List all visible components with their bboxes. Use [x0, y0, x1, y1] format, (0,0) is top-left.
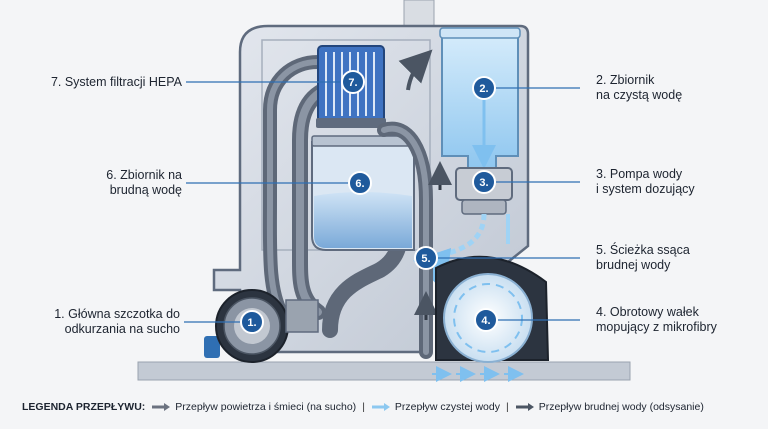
arrow-right-icon	[371, 403, 390, 411]
clean-water-line	[413, 213, 487, 293]
legend-separator: |	[362, 401, 365, 413]
svg-text:3.: 3.	[479, 177, 488, 189]
mop-roller	[435, 255, 550, 363]
legend-label-clean: Przepływ czystej wody	[394, 401, 500, 413]
badge-6: 6.	[348, 171, 372, 195]
dirty-water-tank	[311, 135, 417, 251]
badge-7: 7.	[341, 70, 365, 94]
badge-5: 5.	[414, 246, 438, 270]
callout-lines	[184, 81, 580, 323]
label-main-brush: 1. Główna szczotka do odkurzania na such…	[54, 307, 180, 336]
badge-2: 2.	[472, 76, 496, 100]
legend-label-air: Przepływ powietrza i śmieci (na sucho)	[175, 401, 357, 413]
svg-text:7.: 7.	[348, 77, 357, 89]
dirty-suction-path-inner	[381, 125, 429, 355]
svg-text:6.: 6.	[355, 178, 364, 190]
label-dirty-suction-path: 5. Ścieżka ssąca brudnej wody	[596, 243, 690, 272]
legend-title: LEGENDA PRZEPŁYWU:	[22, 401, 146, 413]
svg-text:4.: 4.	[481, 315, 490, 327]
badge-4: 4.	[474, 308, 498, 332]
legend-separator: |	[505, 401, 509, 413]
floor	[137, 361, 631, 381]
arrow-right-icon	[152, 403, 171, 411]
legend-item-clean: Przepływ czystej wody	[371, 401, 500, 413]
exhaust-arrow	[398, 49, 433, 91]
svg-text:1.: 1.	[247, 317, 256, 329]
svg-text:2.: 2.	[479, 83, 488, 95]
legend-item-dirty: Przepływ brudnej wody (odsysanie)	[515, 401, 704, 413]
label-water-pump: 3. Pompa wody i system dozujący	[596, 167, 695, 196]
label-hepa-filter: 7. System filtracji HEPA	[50, 75, 182, 89]
label-mop-roller: 4. Obrotowy wałek mopujący z mikrofibry	[596, 305, 717, 334]
legend-item-air: Przepływ powietrza i śmieci (na sucho)	[151, 401, 356, 413]
air-duct-outer-inner	[266, 59, 321, 317]
badge-3: 3.	[472, 170, 496, 194]
svg-text:5.: 5.	[421, 253, 430, 265]
clean-water-tank	[439, 27, 521, 171]
badge-1: 1.	[240, 310, 264, 334]
arrow-right-icon	[515, 403, 534, 411]
flow-legend: LEGENDA PRZEPŁYWU: Przepływ powietrza i …	[22, 398, 752, 416]
label-dirty-water-tank: 6. Zbiornik na brudną wodę	[106, 168, 182, 197]
legend-label-dirty: Przepływ brudnej wody (odsysanie)	[538, 401, 704, 413]
label-clean-water-tank: 2. Zbiornik na czystą wodę	[596, 73, 683, 102]
